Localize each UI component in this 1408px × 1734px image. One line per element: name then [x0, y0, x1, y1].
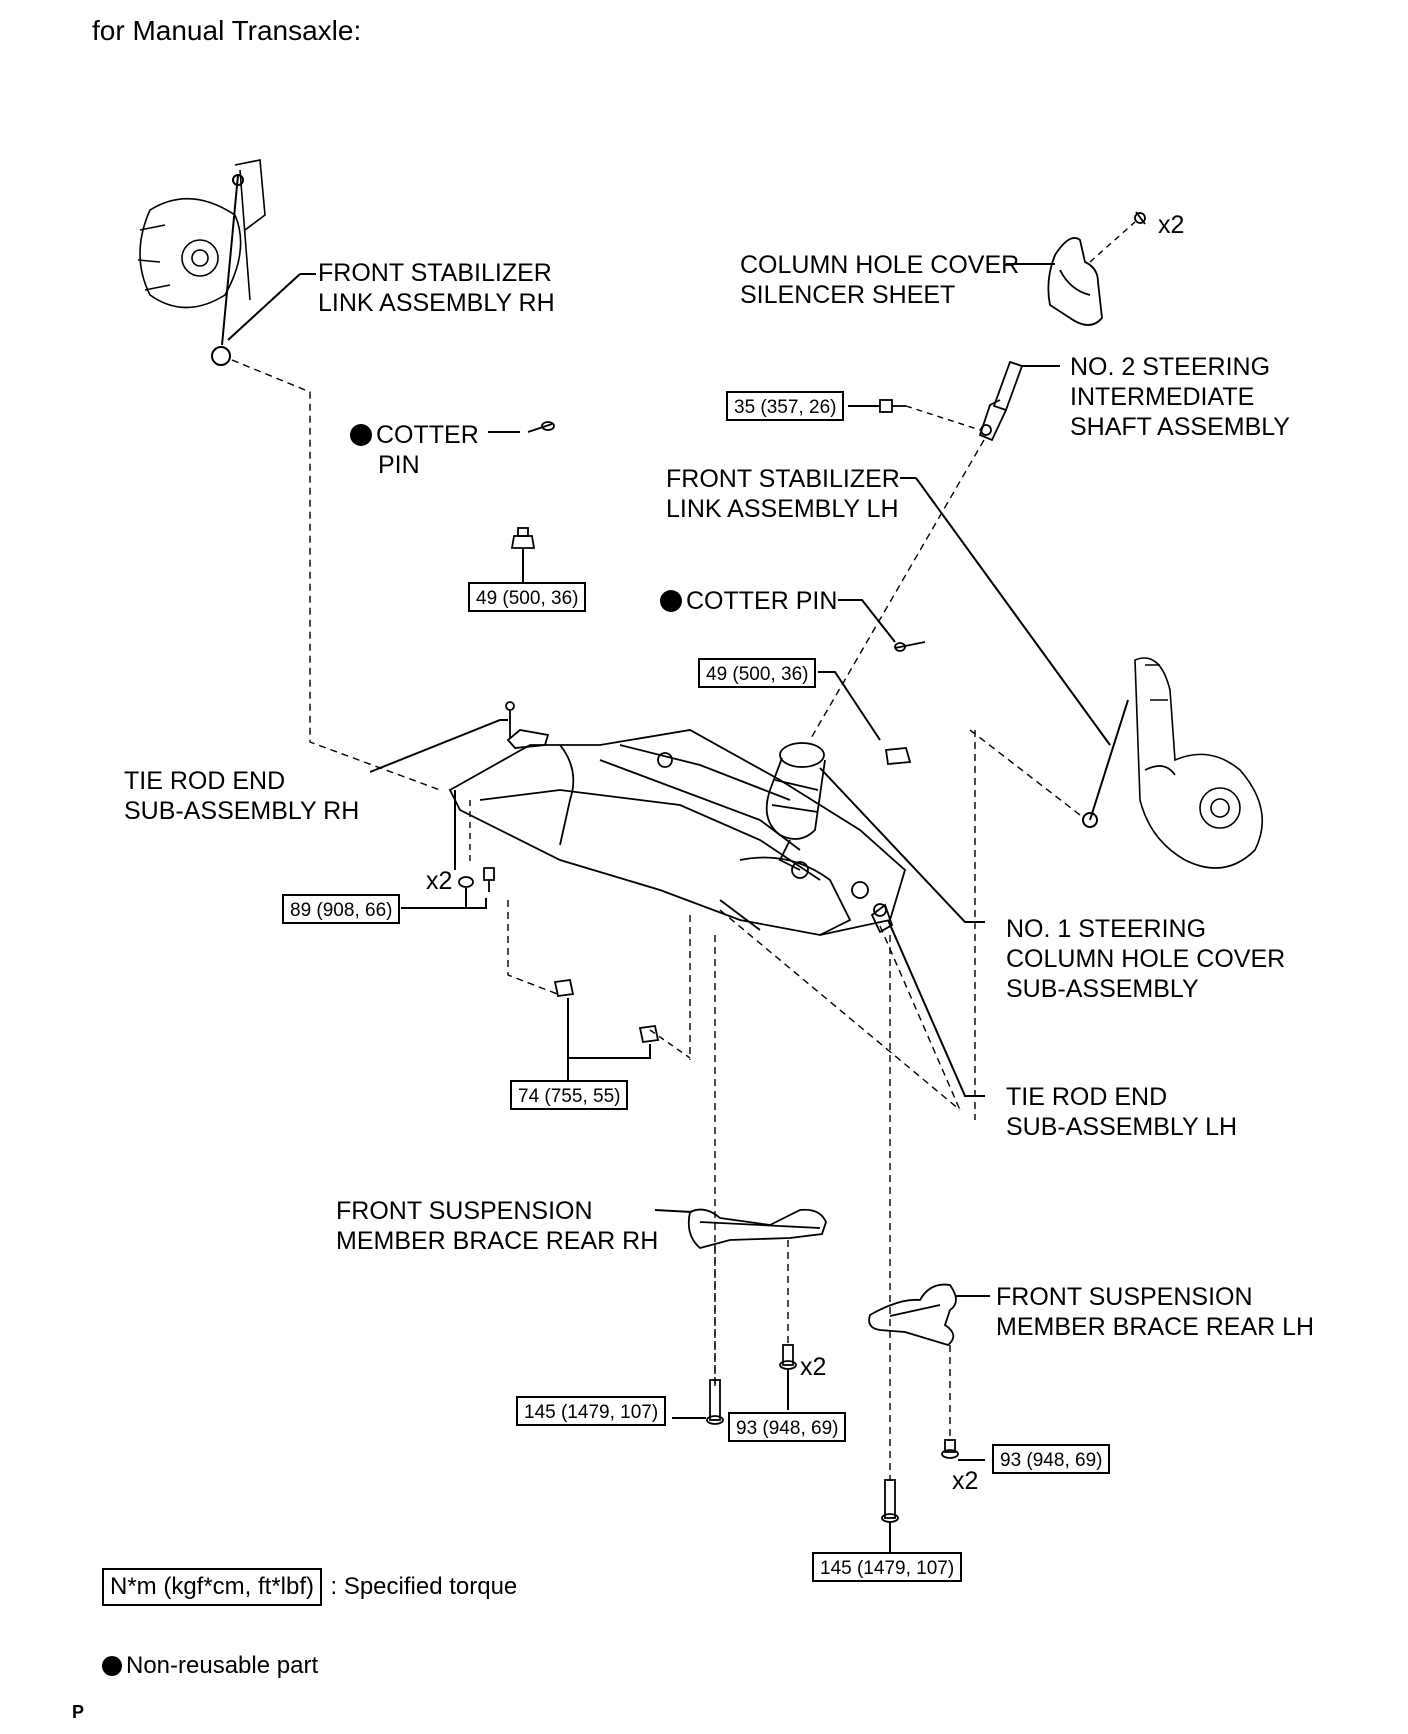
cotter-pin-right-illustration — [894, 641, 926, 652]
qty-brace-lh-bolt: x2 — [952, 1467, 979, 1495]
label-line: FRONT STABILIZER — [318, 259, 552, 287]
label-line: SUB-ASSEMBLY RH — [124, 797, 360, 825]
brace-rh-bolts — [706, 1344, 797, 1425]
tie-rod-nut-right — [884, 747, 912, 765]
torque-shaft-bolt: 35 (357, 26) — [726, 391, 845, 421]
silencer-clip — [1134, 211, 1146, 225]
steering-knuckle-rh-illustration — [137, 159, 266, 309]
label-column-hole-cover-silencer: COLUMN HOLE COVER SILENCER SHEET — [740, 250, 1019, 310]
label-line: SUB-ASSEMBLY — [1006, 975, 1199, 1003]
shaft-bolt — [879, 399, 906, 413]
label-cotter-pin-right: COTTER PIN — [660, 586, 837, 616]
qty-brace-rh-bolt: x2 — [800, 1353, 827, 1381]
label-line: TIE ROD END — [124, 767, 286, 795]
legend-torque-desc: : Specified torque — [330, 1573, 518, 1600]
label-line: FRONT SUSPENSION — [996, 1283, 1253, 1311]
label-front-stabilizer-link-rh: FRONT STABILIZER LINK ASSEMBLY RH — [318, 258, 555, 318]
label-line: FRONT STABILIZER — [666, 465, 900, 493]
label-brace-rear-rh: FRONT SUSPENSION MEMBER BRACE REAR RH — [336, 1196, 658, 1256]
footer-mark: P — [72, 1702, 85, 1722]
legend-non-reusable-text: Non-reusable part — [126, 1652, 319, 1679]
front-stabilizer-link-lh — [1082, 699, 1129, 828]
label-line: LINK ASSEMBLY LH — [666, 495, 899, 523]
torque-brace-rh-short-bolt: 93 (948, 69) — [728, 1412, 847, 1442]
label-cotter-pin-left: COTTER PIN — [350, 420, 479, 480]
brace-rear-rh-illustration — [687, 1208, 827, 1249]
column-hole-cover-boot — [765, 742, 826, 871]
torque-brace-lh-bolt: 93 (948, 69) — [992, 1444, 1111, 1474]
qty-tie-rod-bolt: x2 — [426, 867, 453, 895]
label-line: NO. 1 STEERING — [1006, 915, 1207, 943]
legend-torque-box: N*m (kgf*cm, ft*lbf) — [102, 1568, 323, 1606]
stabilizer-nut-left — [510, 527, 536, 549]
cotter-pin-left-illustration — [527, 421, 555, 433]
label-no1-column-hole-cover: NO. 1 STEERING COLUMN HOLE COVER SUB-ASS… — [1006, 914, 1285, 1004]
torque-tie-rod-bolts: 89 (908, 66) — [282, 894, 401, 924]
label-line: SILENCER SHEET — [740, 281, 956, 309]
label-tie-rod-end-lh: TIE ROD END SUB-ASSEMBLY LH — [1006, 1082, 1237, 1142]
label-tie-rod-end-rh: TIE ROD END SUB-ASSEMBLY RH — [124, 766, 359, 826]
label-line: MEMBER BRACE REAR RH — [336, 1227, 659, 1255]
non-reusable-dot-icon — [102, 1656, 122, 1676]
label-line: PIN — [378, 451, 420, 479]
label-line: MEMBER BRACE REAR LH — [996, 1313, 1315, 1341]
label-brace-rear-lh: FRONT SUSPENSION MEMBER BRACE REAR LH — [996, 1282, 1314, 1342]
label-no2-steering-shaft: NO. 2 STEERING INTERMEDIATE SHAFT ASSEMB… — [1070, 352, 1290, 442]
tie-rod-end-lh — [870, 903, 894, 934]
label-line: COLUMN HOLE COVER — [1006, 945, 1286, 973]
non-reusable-dot-icon — [660, 590, 682, 612]
tie-rod-bolts — [458, 867, 495, 892]
label-line: COTTER — [350, 420, 479, 450]
label-text: COTTER — [376, 421, 479, 449]
page-title: for Manual Transaxle: — [92, 15, 362, 46]
torque-stab-nut-left: 49 (500, 36) — [468, 582, 587, 612]
qty-silencer-clip: x2 — [1158, 211, 1185, 239]
column-hole-cover-silencer-sheet — [1047, 237, 1103, 326]
torque-tie-rod-nut-right: 49 (500, 36) — [698, 658, 817, 688]
label-line: SUB-ASSEMBLY LH — [1006, 1113, 1238, 1141]
legend-torque: N*m (kgf*cm, ft*lbf) : Specified torque — [102, 1568, 517, 1606]
label-line: INTERMEDIATE — [1070, 383, 1255, 411]
torque-brace-rh-long-bolt: 145 (1479, 107) — [516, 1396, 667, 1426]
suspension-crossmember-assembly — [448, 729, 907, 936]
torque-lower-nuts: 74 (755, 55) — [510, 1080, 629, 1110]
torque-brace-lh-long-bolt: 145 (1479, 107) — [812, 1552, 963, 1582]
label-line: LINK ASSEMBLY RH — [318, 289, 555, 317]
lower-nuts — [553, 978, 660, 1044]
label-line: SHAFT ASSEMBLY — [1070, 413, 1290, 441]
front-stabilizer-link-rh — [211, 174, 244, 366]
non-reusable-dot-icon — [350, 424, 372, 446]
tie-rod-end-rh — [505, 701, 550, 749]
legend-non-reusable: Non-reusable part — [102, 1650, 318, 1682]
label-line: COLUMN HOLE COVER — [740, 251, 1020, 279]
label-text: COTTER PIN — [686, 587, 838, 615]
label-line: NO. 2 STEERING — [1070, 353, 1271, 381]
steering-intermediate-shaft — [978, 360, 1024, 442]
label-front-stabilizer-link-lh: FRONT STABILIZER LINK ASSEMBLY LH — [666, 464, 900, 524]
brace-lh-bolts — [881, 1439, 959, 1523]
brace-rear-lh-illustration — [868, 1283, 957, 1347]
label-line: FRONT SUSPENSION — [336, 1197, 593, 1225]
label-line: TIE ROD END — [1006, 1083, 1168, 1111]
steering-knuckle-lh-illustration — [1134, 657, 1263, 869]
